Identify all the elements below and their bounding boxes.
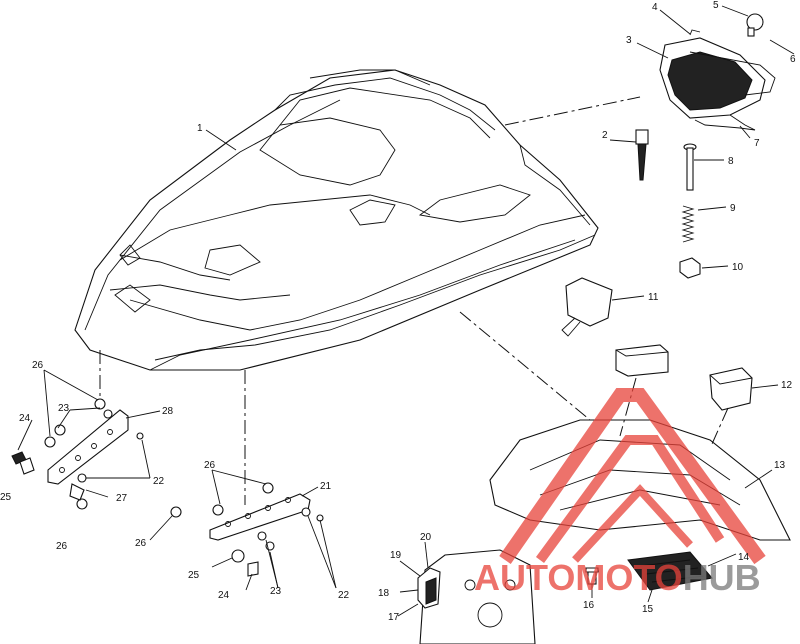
callout-7: 7: [754, 138, 760, 149]
pad-12a: [615, 344, 669, 377]
pin-8: [683, 143, 697, 191]
callout-26-left: 26: [56, 541, 68, 552]
callout-2: 2: [602, 130, 608, 141]
watermark-triangle-outer: [499, 388, 766, 565]
callout-10: 10: [732, 262, 744, 273]
callout-22-left: 22: [153, 476, 165, 487]
left-hardware: [11, 398, 144, 510]
leader-lines: [17, 5, 795, 617]
callout-11: 11: [648, 292, 659, 303]
spring-9: [681, 205, 695, 243]
callout-21: 21: [320, 481, 332, 492]
callout-26-mid: 26: [204, 460, 216, 471]
callout-3: 3: [626, 35, 632, 46]
mirror-11: [561, 277, 613, 337]
callout-23-left: 23: [58, 403, 70, 414]
callout-15: 15: [642, 604, 654, 615]
callout-25-center: 25: [188, 570, 200, 581]
callout-26-top: 26: [32, 360, 44, 371]
watermark-hub: HUB: [683, 557, 761, 598]
callout-22-center: 22: [338, 590, 350, 601]
callout-6: 6: [790, 54, 796, 65]
watermark-auto: AUTO: [474, 557, 575, 598]
headlight-assembly: [659, 13, 776, 131]
callout-labels: 1 2 3 4 5 6 7 8 9 10 11 12 13 14 15 16 1…: [0, 0, 796, 623]
grille-15: [627, 551, 713, 591]
bracket-18-20: [417, 567, 441, 609]
callout-16: 16: [583, 600, 595, 611]
hood-assembly: [74, 69, 599, 371]
callout-19: 19: [390, 550, 402, 561]
callout-25-left: 25: [0, 492, 12, 503]
callout-24-left: 24: [19, 413, 31, 424]
callout-23-center: 23: [270, 586, 282, 597]
callout-9: 9: [730, 203, 736, 214]
callout-1: 1: [197, 123, 203, 134]
callout-27: 27: [116, 493, 128, 504]
callout-14: 14: [738, 552, 750, 563]
callout-13: 13: [774, 460, 786, 471]
callout-28: 28: [162, 406, 174, 417]
bracket-28: [47, 409, 129, 485]
callout-26-center: 26: [135, 538, 147, 549]
callout-18: 18: [378, 588, 390, 599]
watermark-moto: MOTO: [575, 557, 682, 598]
center-hardware: [170, 482, 324, 577]
callout-20: 20: [420, 532, 432, 543]
fastener-2: [635, 129, 649, 181]
callout-5: 5: [713, 0, 719, 11]
alignment-lines: [99, 96, 729, 505]
watermark: AUTOMOTOHUB: [474, 388, 766, 598]
nut-10: [679, 257, 701, 279]
console-17: [419, 549, 536, 644]
callout-24-center: 24: [218, 590, 230, 601]
callout-8: 8: [728, 156, 734, 167]
pad-12b: [709, 367, 753, 411]
watermark-text: AUTOMOTOHUB: [474, 557, 761, 598]
callout-12: 12: [781, 380, 793, 391]
callout-4: 4: [652, 2, 658, 13]
watermark-triangle-inner: [535, 435, 725, 563]
callout-17: 17: [388, 612, 400, 623]
